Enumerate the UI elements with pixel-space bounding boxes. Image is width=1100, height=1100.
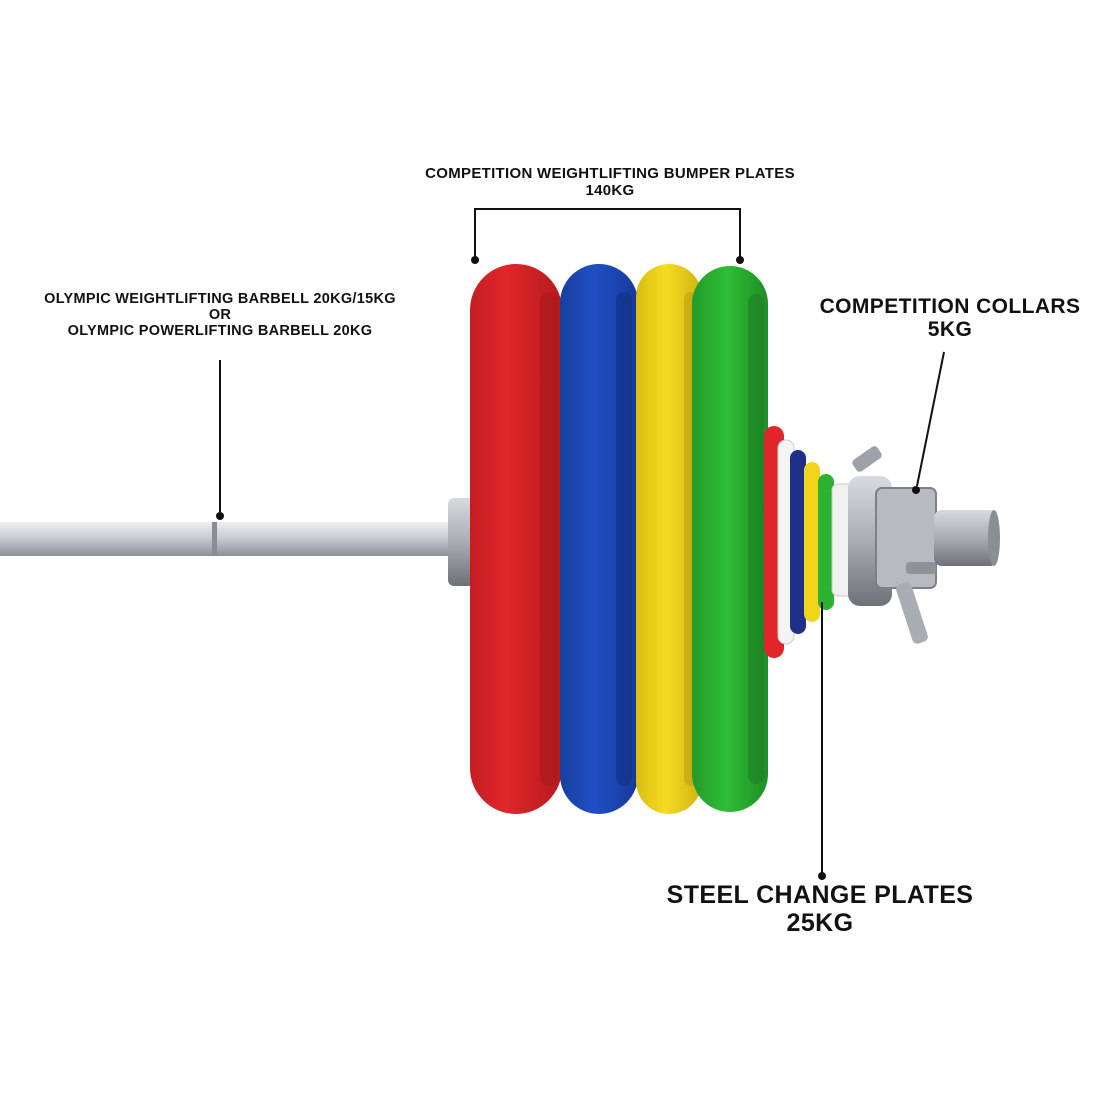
- collar-bottom-handle: [906, 562, 936, 574]
- barbell-label: OLYMPIC WEIGHTLIFTING BARBELL 20KG/15KG …: [10, 291, 430, 340]
- collar-bottom-lever: [896, 582, 928, 644]
- green-plate-rim: [748, 294, 764, 784]
- bumper-plates-weight: 140KG: [585, 181, 635, 199]
- collar-top-lever: [852, 446, 882, 472]
- barbell-label-line3: OLYMPIC POWERLIFTING BARBELL 20KG: [67, 322, 373, 339]
- red-bumper-plate: [470, 264, 562, 814]
- barbell-label-line1: OLYMPIC WEIGHTLIFTING BARBELL 20KG/15KG: [44, 291, 396, 307]
- bumper-plates-label: COMPETITION WEIGHTLIFTING BUMPER PLATES …: [380, 165, 840, 199]
- bumper-bracket-dot-right: [736, 256, 744, 264]
- change-plate-blue: [790, 450, 806, 634]
- red-plate-rim: [540, 292, 558, 786]
- barbell-callout-dot: [216, 512, 224, 520]
- barbell-label-line2: OR: [208, 306, 232, 323]
- collars-name: COMPETITION COLLARS: [819, 295, 1081, 318]
- bumper-plates-name: COMPETITION WEIGHTLIFTING BUMPER PLATES: [425, 165, 795, 182]
- barbell-knurl-ring: [212, 522, 217, 556]
- bumper-bracket-dot-left: [471, 256, 479, 264]
- change-plates-label: STEEL CHANGE PLATES 25KG: [640, 881, 1000, 937]
- collars-weight: 5KG: [927, 318, 973, 342]
- change-plates-weight: 25KG: [786, 908, 854, 937]
- barbell-sleeve-cap: [988, 510, 1000, 566]
- bumper-plates-bracket: [474, 208, 741, 258]
- collars-callout-dot: [912, 486, 920, 494]
- barbell-sleeve-end: [934, 510, 998, 566]
- collars-callout-line: [916, 351, 945, 487]
- barbell-shaft: [0, 522, 470, 556]
- change-plate-yellow: [804, 462, 820, 622]
- blue-plate-rim: [616, 292, 632, 786]
- change-plates-name: STEEL CHANGE PLATES: [666, 881, 974, 909]
- collars-label: COMPETITION COLLARS 5KG: [800, 295, 1100, 341]
- change-plate-green: [818, 474, 834, 610]
- change-plates-callout-dot: [818, 872, 826, 880]
